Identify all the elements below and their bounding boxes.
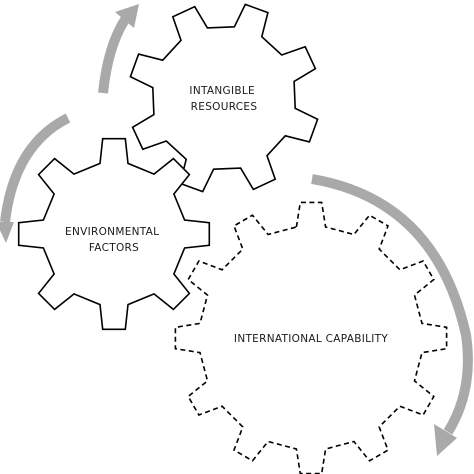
gear-environmental-label-line-1: ENVIRONMENTAL bbox=[65, 226, 159, 238]
gear-intangible-label-line-1: INTANGIBLE bbox=[189, 85, 255, 97]
cycle-arrow-top-head bbox=[115, 4, 139, 28]
gear-international-label: INTERNATIONAL CAPABILITY bbox=[234, 333, 388, 345]
gear-international-shape bbox=[174, 201, 448, 474]
gear-environmental-label: ENVIRONMENTAL FACTORS bbox=[65, 226, 163, 254]
cycle-arrow-right bbox=[311, 174, 473, 435]
gear-international-label-line-1: INTERNATIONAL CAPABILITY bbox=[234, 333, 388, 345]
gear-environmental-factors: ENVIRONMENTAL FACTORS bbox=[17, 137, 211, 331]
gear-environmental-label-line-2: FACTORS bbox=[89, 242, 139, 254]
gear-intangible-label-line-2: RESOURCES bbox=[191, 101, 258, 113]
cycle-arrow-right-head bbox=[434, 424, 457, 456]
cycle-arrow-left-head bbox=[0, 222, 14, 243]
gear-intangible-resources: INTANGIBLE RESOURCES bbox=[129, 3, 319, 193]
gear-international-capability: INTERNATIONAL CAPABILITY bbox=[174, 201, 448, 474]
gear-intangible-label: INTANGIBLE RESOURCES bbox=[189, 85, 258, 113]
cycle-arrow-left bbox=[0, 113, 71, 223]
gear-intangible-shape bbox=[129, 3, 319, 193]
gear-environmental-shape bbox=[17, 137, 211, 331]
cycle-arrow-top bbox=[98, 15, 131, 94]
